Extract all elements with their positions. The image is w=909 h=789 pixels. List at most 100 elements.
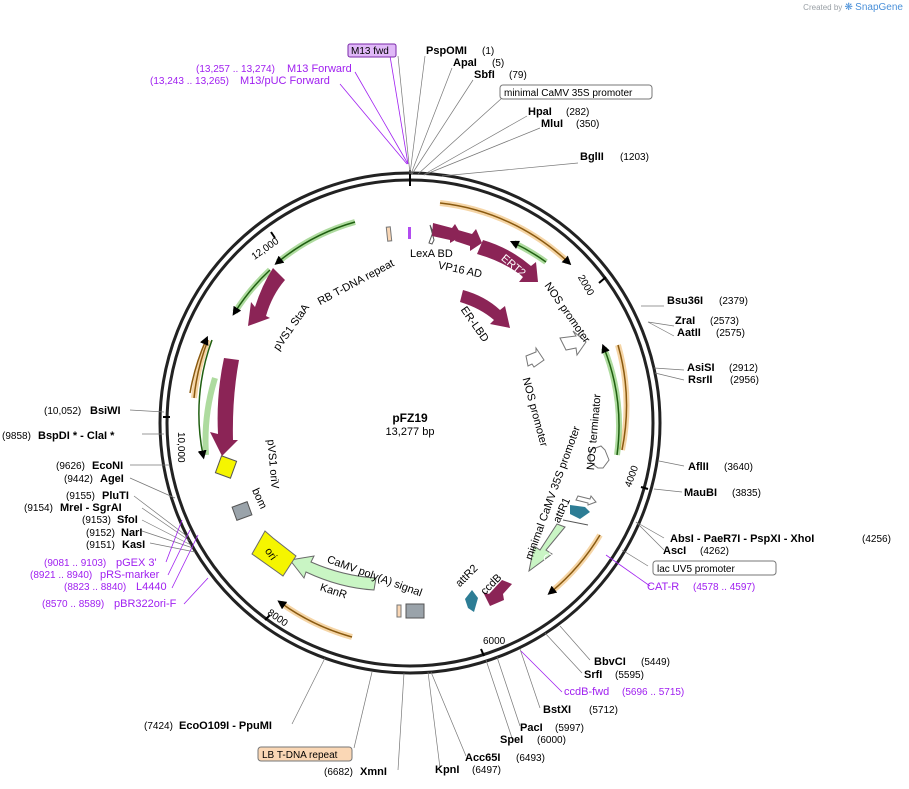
site-ecoo109i: EcoO109I - PpuMI: [179, 720, 272, 732]
site-asci: AscI: [663, 545, 686, 557]
site-pspomi-pos: (1): [482, 46, 494, 57]
primer-m13-forward: M13 Forward: [287, 63, 352, 75]
vp16-ad-label: VP16 AD: [437, 260, 483, 281]
restriction-sites: PspOMI (1) ApaI (5) SbfI (79) HpaI (282)…: [2, 45, 891, 778]
site-sfoi-pos: (9153): [82, 515, 111, 526]
nos-promoter-arrow-1: [559, 330, 587, 357]
site-xmni-pos: (6682): [324, 767, 353, 778]
pvs1-repa-arrow: [210, 358, 239, 456]
lb-repeat-marker: [396, 604, 402, 618]
site-aflii-pos: (3640): [724, 462, 753, 473]
primer-m13-puc: M13/pUC Forward: [240, 75, 330, 87]
site-bstxi-pos: (5712): [589, 705, 618, 716]
snapgene-credit: Created by ❋ SnapGene: [803, 2, 903, 13]
primer-cat-r: CAT-R: [647, 581, 679, 593]
site-rsrii-pos: (2956): [730, 375, 759, 386]
m13-fwd-box: [347, 43, 397, 58]
site-sfoi: SfoI: [117, 514, 138, 526]
site-spei-pos: (6000): [537, 735, 566, 746]
site-zrai-pos: (2573): [710, 316, 739, 327]
primer-leaders: [165, 55, 651, 693]
boxed-lac-uv5: lac UV5 promoter: [657, 564, 735, 575]
site-sbfi-pos: (79): [509, 70, 527, 81]
green-arc-2-glow: [601, 346, 622, 456]
nos-promoter-label-2: NOS promoter: [520, 376, 550, 448]
primer-m13-forward-pos: (13,257 .. 13,274): [196, 64, 275, 75]
lac-uv5-box: [652, 560, 777, 576]
tick-6000: [480, 648, 485, 657]
boxed-features: minimal CaMV 35S promoter lac UV5 promot…: [257, 84, 777, 762]
credit-prefix: Created by: [803, 3, 843, 12]
site-aatii-pos: (2575): [716, 328, 745, 339]
orange-arc-1: [439, 202, 572, 266]
min-35s-box: [499, 84, 653, 100]
site-bsu36i: Bsu36I: [667, 295, 703, 307]
site-bsiwi-pos: (10,052): [44, 406, 81, 417]
green-arc-1: [509, 240, 547, 263]
primer-cat-r-pos: (4578 .. 4597): [693, 582, 755, 593]
primer-l4440: L4440: [136, 581, 167, 593]
site-ecoo109i-pos: (7424): [144, 721, 173, 732]
lexa-bd-label: LexA BD: [410, 248, 453, 260]
site-bbvci: BbvCI: [594, 656, 626, 668]
attr1-box: [570, 505, 590, 519]
site-pluti-pos: (9155): [66, 491, 95, 502]
cds-arrows: [210, 223, 610, 619]
green-arc-5: [197, 339, 213, 460]
site-absi-xhoi-pos: (4256): [862, 534, 891, 545]
site-asci-pos: (4262): [700, 546, 729, 557]
site-hpai: HpaI: [528, 106, 552, 118]
site-bsiwi: BsiWI: [90, 405, 121, 417]
primer-prs-marker: pRS-marker: [100, 569, 160, 581]
primer-prs-marker-pos: (8921 .. 8940): [30, 570, 92, 581]
rb-repeat-marker: [385, 226, 393, 242]
site-asisi: AsiSI: [687, 362, 715, 374]
cmr-arrow: [528, 523, 566, 573]
site-mrei: MreI - SgrAI: [60, 502, 122, 514]
site-rsrii: RsrII: [688, 374, 712, 386]
attr2-label: attR2: [453, 563, 480, 590]
m13-site-marker: [408, 227, 411, 239]
green-arc-5-glow: [202, 377, 218, 456]
site-bstxi: BstXI: [543, 704, 571, 716]
primer-l4440-pos: (8823 .. 8840): [64, 582, 126, 593]
min-35s-arrow: [575, 494, 597, 506]
pvs1-oriv-box: [214, 455, 238, 479]
site-kpni: KpnI: [435, 764, 459, 776]
site-maubi: MauBI: [684, 487, 717, 499]
green-arc-7-glow: [276, 219, 356, 265]
nos-terminator-shape: [589, 445, 610, 469]
green-arc-6: [232, 269, 271, 316]
pvs1-staa-arrow: [248, 268, 285, 326]
boxed-lb-repeat: LB T-DNA repeat: [262, 750, 338, 761]
site-mlui: MluI: [541, 118, 563, 130]
site-aatii: AatII: [677, 327, 701, 339]
pvs1-staa-label: pVS1 StaA: [271, 301, 312, 353]
lexa-bd-arrow: [432, 223, 462, 243]
site-sbfi: SbfI: [474, 69, 495, 81]
site-bglii-pos: (1203): [620, 152, 649, 163]
green-arc-2: [601, 343, 620, 456]
site-acc65i-pos: (6493): [516, 753, 545, 764]
orange-arc-4-glow: [279, 600, 353, 640]
site-clai-pos: (9858): [2, 431, 31, 442]
tick-label-2000: 2000: [575, 273, 596, 298]
site-bbvci-pos: (5449): [641, 657, 670, 668]
site-srfi: SrfI: [584, 669, 602, 681]
tick-label-10000: 10,000: [175, 432, 186, 463]
nos-promoter-arrow-2: [525, 346, 545, 368]
primer-ccdb-fwd-pos: (5696 .. 5715): [622, 687, 684, 698]
site-bglii: BglII: [580, 151, 604, 163]
vp16-ad-arrow: [455, 229, 482, 251]
site-xmni: XmnI: [360, 766, 387, 778]
leader-lines: [129, 55, 685, 771]
plasmid-name: pFZ19: [392, 411, 428, 425]
site-mlui-pos: (350): [576, 119, 599, 130]
site-apai: ApaI: [453, 57, 477, 69]
tick-label-6000: 6000: [483, 636, 506, 647]
green-arc-7: [274, 221, 356, 265]
ert2-arrow: [477, 240, 538, 282]
attr2-box: [465, 590, 478, 612]
er-lbd-arrow: [460, 290, 510, 328]
